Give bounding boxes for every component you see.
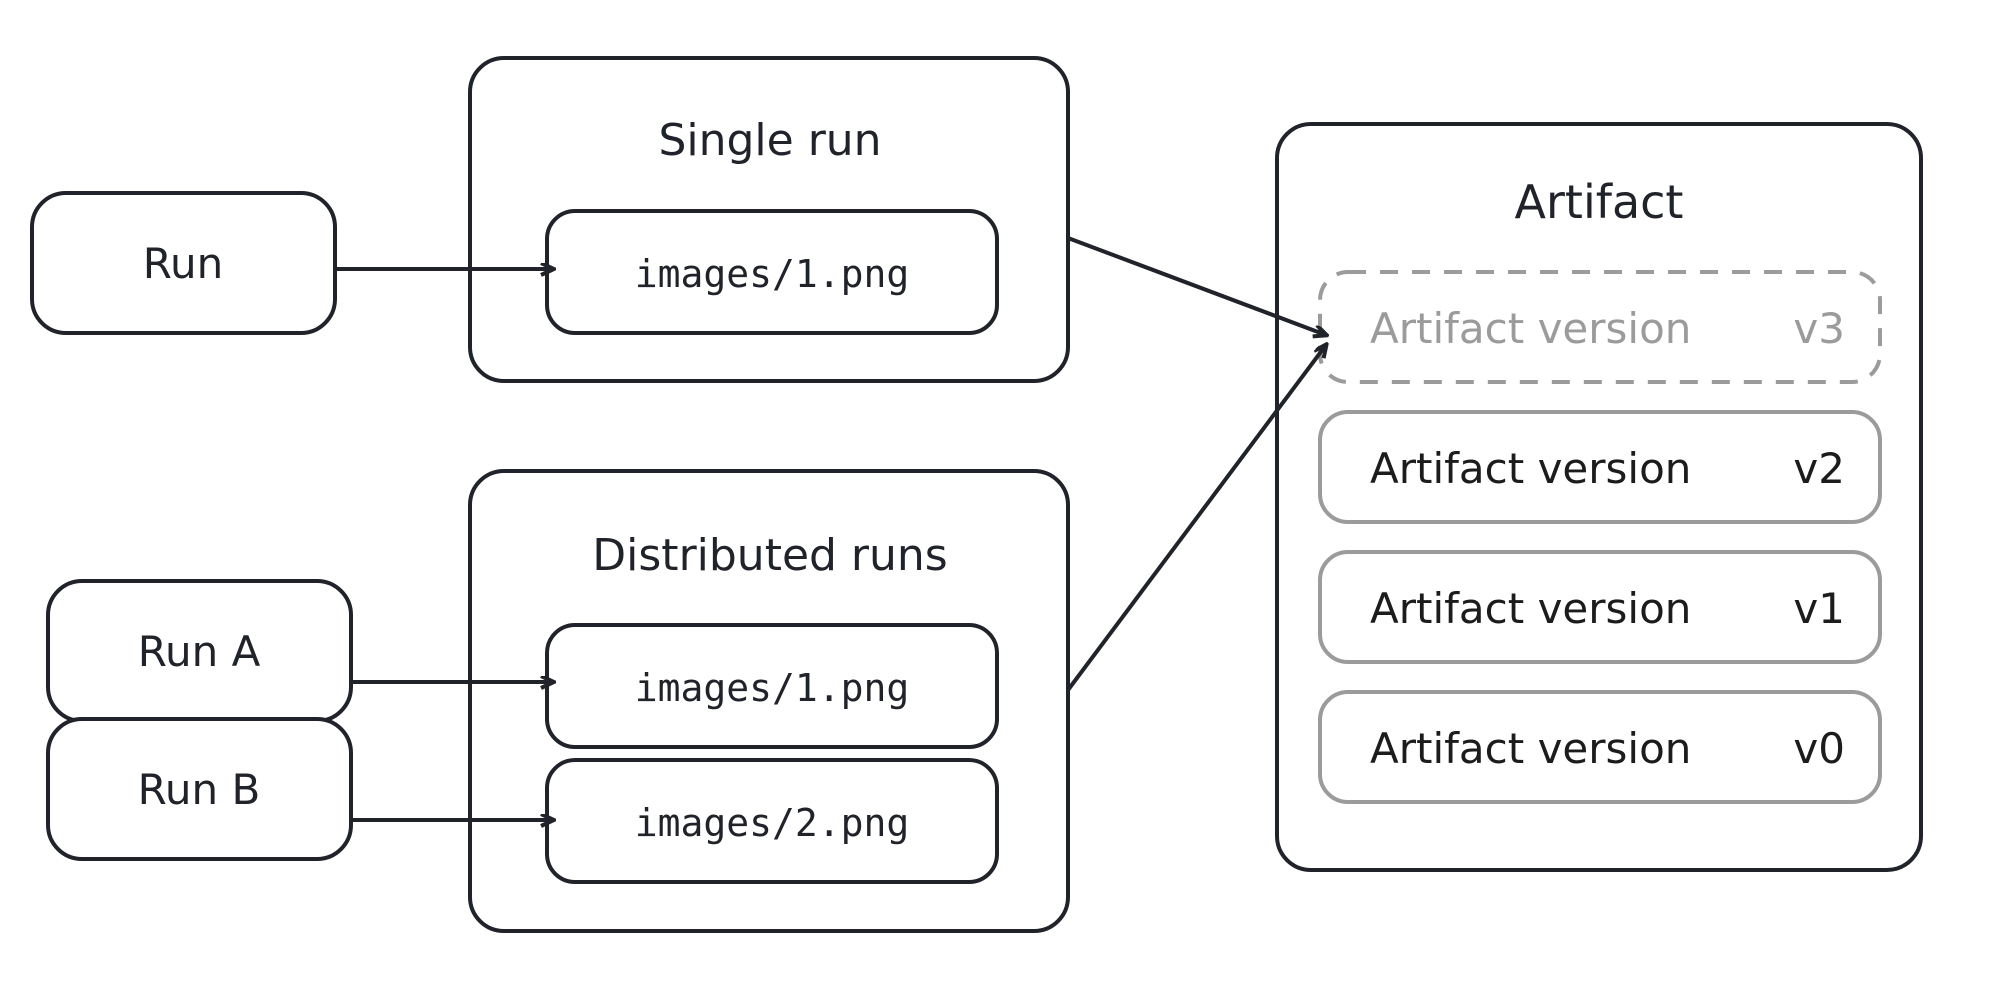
distributed-runs-file-0-label: images/1.png xyxy=(635,666,910,710)
single-run-group[interactable]: Single run images/1.png xyxy=(468,56,1070,383)
run-b-node-label: Run B xyxy=(138,765,261,814)
run-b-node-border xyxy=(46,717,353,861)
artifact-version-v0-label: Artifact version xyxy=(1370,724,1691,773)
single-run-file-0-label: images/1.png xyxy=(635,252,910,296)
artifact-version-v1[interactable]: Artifact version v1 xyxy=(1318,550,1882,664)
distributed-runs-group[interactable]: Distributed runs images/1.png images/2.p… xyxy=(468,469,1070,933)
artifact-version-v0-tag: v0 xyxy=(1793,724,1845,773)
artifact-version-v0-border xyxy=(1318,690,1882,804)
artifact-version-v3[interactable]: Artifact version v3 xyxy=(1318,270,1882,384)
run-node[interactable]: Run xyxy=(30,191,337,335)
run-b-node[interactable]: Run B xyxy=(46,717,353,861)
artifact-version-v2[interactable]: Artifact version v2 xyxy=(1318,410,1882,524)
artifact-version-v3-label: Artifact version xyxy=(1370,304,1691,353)
artifact-version-v3-tag: v3 xyxy=(1793,304,1845,353)
distributed-runs-file-1-label: images/2.png xyxy=(635,801,910,845)
run-a-node-label: Run A xyxy=(138,627,261,676)
run-node-border xyxy=(30,191,337,335)
single-run-group-label: Single run xyxy=(658,115,881,166)
distributed-runs-group-label: Distributed runs xyxy=(592,530,947,581)
artifact-version-v2-tag: v2 xyxy=(1793,444,1845,493)
edge-distributed-runs-to-artifact-v3 xyxy=(1066,345,1326,692)
artifact-version-v1-label: Artifact version xyxy=(1370,584,1691,633)
edge-single-run-to-artifact-v3 xyxy=(1067,236,1326,335)
artifact-panel[interactable]: Artifact Artifact version v3 Artifact ve… xyxy=(1275,122,1923,872)
single-run-file-0[interactable]: images/1.png xyxy=(545,209,999,335)
artifact-version-v1-border xyxy=(1318,550,1882,664)
artifact-version-v0[interactable]: Artifact version v0 xyxy=(1318,690,1882,804)
run-node-label: Run xyxy=(143,239,224,288)
artifact-version-v2-label: Artifact version xyxy=(1370,444,1691,493)
distributed-runs-file-0[interactable]: images/1.png xyxy=(545,623,999,749)
distributed-runs-file-1[interactable]: images/2.png xyxy=(545,758,999,884)
run-a-node[interactable]: Run A xyxy=(46,579,353,723)
artifact-version-v1-tag: v1 xyxy=(1793,584,1845,633)
artifact-panel-title: Artifact xyxy=(1515,175,1684,229)
artifact-version-v2-border xyxy=(1318,410,1882,524)
